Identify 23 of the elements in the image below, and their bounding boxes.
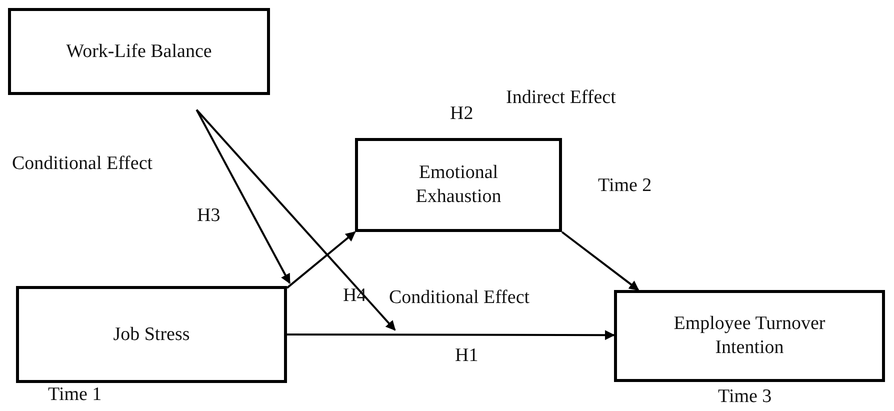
arrow [286,231,356,289]
path-label: H2 [450,103,474,125]
variable-name: Employee Turnover Intention [672,312,826,360]
variable-box [8,8,270,95]
path-label: Conditional Effect [389,287,530,309]
path-label: H3 [197,205,220,227]
arrow [561,231,640,291]
arrow [287,330,615,340]
path-label: H4 [343,285,366,307]
variable-box [16,286,287,383]
variable-name: Work-Life Balance [66,40,212,64]
time-label: Time 2 [598,175,652,197]
path-label: H1 [455,345,478,367]
arrow [196,109,396,331]
path-label: Conditional Effect [12,153,153,175]
path-label: Indirect Effect [506,87,616,109]
time-label: Time 1 [48,384,102,406]
arrow [196,109,291,284]
variable-name: Job Stress [113,322,190,346]
time-label: Time 3 [718,386,772,408]
variable-name: Emotional Exhaustion [414,161,502,209]
variable-box [614,290,885,382]
variable-box [355,138,562,232]
